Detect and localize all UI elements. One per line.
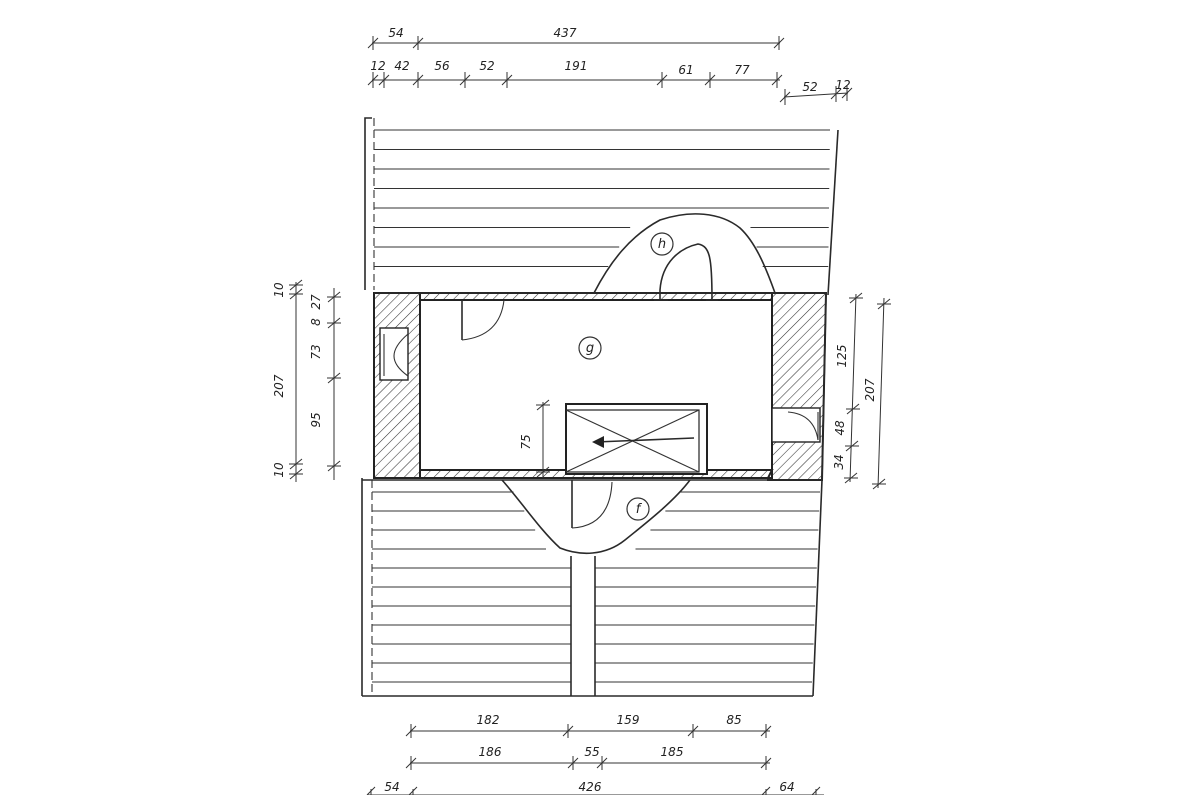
dim-bottom-182: 182 [477,713,500,727]
dim-bottom-85: 85 [726,713,741,727]
window-height-dimension: 75 [519,399,550,478]
upper-roof-panel [364,117,839,296]
lower-roof-panel [361,478,823,697]
stair-opening [565,403,708,475]
dim-top-52: 52 [479,59,494,73]
dim-bottom-185: 185 [661,745,684,759]
dim-left-27: 27 [309,294,323,310]
dim-bottom-159: 159 [617,713,640,727]
bottom-dimension-chain-3: 54 426 64 [366,780,824,795]
stair-bulge-upper [593,213,776,301]
dim-right-34: 34 [832,454,846,469]
right-dimension-inner: 125 48 34 [832,292,863,484]
bottom-dimension-chain-2: 186 55 185 [405,745,772,770]
dim-right-125: 125 [835,345,849,368]
dim-bottom-186: 186 [479,745,502,759]
top-dimension-chain-2: 12 42 56 52 191 61 77 [367,59,783,88]
room-label-f: f [626,497,650,521]
dim-top-191: 191 [565,59,588,73]
door-right-wall [771,407,821,443]
bottom-dimension-chain-1: 182 159 85 [405,713,772,738]
dim-left-10-top: 10 [272,282,286,298]
dim-stair-75: 75 [519,434,533,449]
dim-bottom-64: 64 [779,780,794,794]
dim-left-207: 207 [272,374,286,397]
dim-right-207: 207 [863,378,877,401]
dim-left-8: 8 [309,318,323,326]
left-window [379,327,409,381]
svg-text:g: g [586,341,594,356]
dim-left-73: 73 [309,344,323,359]
dim-left-10-bottom: 10 [272,462,286,478]
room-label-h: h [650,232,674,256]
left-dimension-inner: 27 8 73 95 [309,288,341,480]
entry-bulge-lower [501,479,691,555]
room-label-g: g [578,336,602,360]
dim-bottom-54: 54 [384,780,399,794]
dim-top-12: 12 [370,59,385,73]
dim-top-61: 61 [678,63,693,77]
top-dimension-chain-1: 54 437 [367,26,785,50]
dim-bottom-426: 426 [579,780,602,794]
top-dimension-chain-right: 52 12 [779,78,853,105]
svg-text:f: f [636,502,643,517]
dim-top-right-52: 52 [802,80,817,94]
dim-right-48: 48 [833,420,847,436]
dim-top-42: 42 [394,59,409,73]
left-dimension-outer: 10 207 10 [272,279,303,482]
dim-top-54: 54 [388,26,403,40]
dim-top-437: 437 [554,26,577,40]
dim-top-77: 77 [734,63,750,77]
dim-left-95: 95 [309,412,323,427]
dim-top-56: 56 [434,59,450,73]
door-top-left [461,299,505,341]
right-dimension-outer: 207 [863,297,891,490]
dim-bottom-55: 55 [584,745,599,759]
dim-top-right-12: 12 [835,78,850,92]
svg-text:h: h [658,237,666,252]
